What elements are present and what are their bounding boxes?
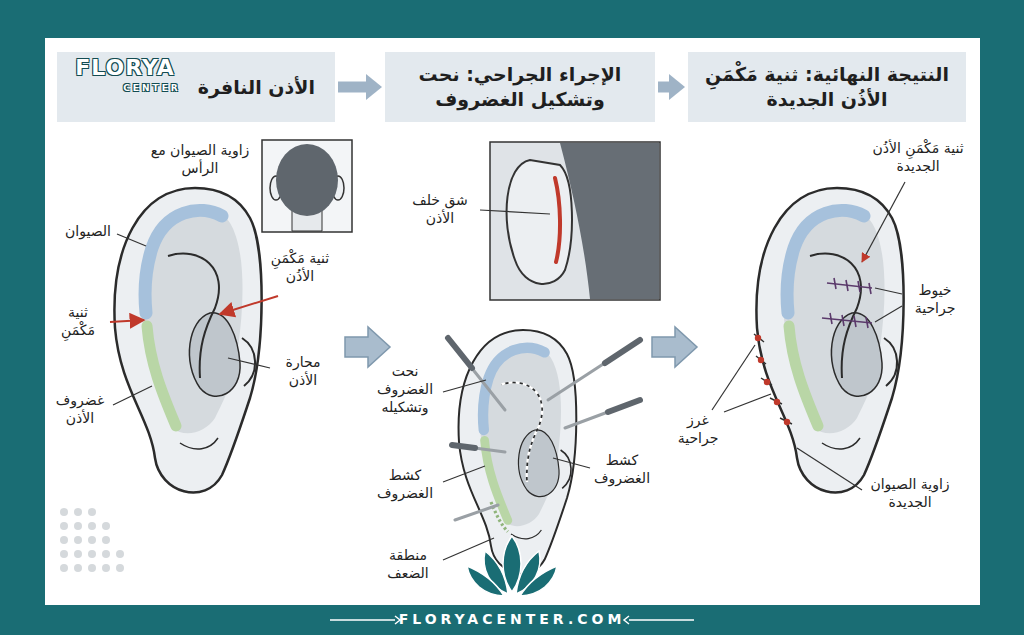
watermark: CENTER: [123, 83, 181, 95]
ear-surgery: [459, 330, 577, 574]
part-label: غضروف الأذن: [48, 392, 112, 428]
pointer-arrow: [220, 296, 278, 314]
panel: [45, 38, 980, 605]
part-label: محارة الأذن: [272, 354, 334, 390]
part-label: كشط الغضروف: [591, 452, 653, 488]
surgical-tools: [448, 338, 640, 520]
logo-icon: [467, 536, 557, 596]
pointer-arrow: [110, 320, 144, 322]
flow-connector: [658, 82, 669, 93]
header-box: النتيجة النهائية: ثنية مَكْمَنِ الأذُن ا…: [688, 52, 966, 122]
part-label: زاوية الصيوان الجديدة: [864, 476, 956, 512]
part-label: منطقة الضعف: [373, 547, 443, 583]
header-text: النتيجة النهائية: ثنية مَكْمَنِ الأذُن ا…: [700, 62, 954, 111]
flow-arrow: [345, 327, 390, 367]
leader-lines: [113, 234, 270, 405]
part-label: شق خلف الأذن: [404, 192, 476, 228]
flow-arrow: [652, 327, 697, 367]
part-label: نحت الغضروف وتشكيله: [370, 363, 440, 417]
ear-result: [754, 188, 904, 492]
part-label: الصيوان: [53, 223, 123, 241]
leader-lines: [712, 288, 902, 490]
stitch-dots: [754, 334, 792, 425]
inset-frame: [490, 142, 660, 300]
part-label: غرز جراحية: [669, 412, 727, 448]
incision-inset: [490, 142, 660, 300]
hair: [560, 143, 659, 299]
part-label: ثنية مَكْمَنِ: [50, 304, 106, 340]
leader-lines: [443, 380, 590, 560]
incision: [555, 178, 560, 262]
watermark: FLORYACENTER.COM: [399, 611, 626, 629]
carving-line: [501, 382, 542, 482]
part-label: خيوط جراحية: [904, 282, 966, 318]
head-thumbnail: [262, 140, 352, 232]
part-label: كشط الغضروف: [370, 467, 440, 503]
flow-connector: [338, 82, 366, 93]
part-label: زاوية الصيوان مع الرأس: [145, 142, 255, 178]
part-label: ثنية مَكْمَنِ الأذُن الجديدة: [868, 140, 968, 176]
ear-figure: [114, 188, 261, 492]
header-box: الإجراء الجراحي: نحت وتشكيل الغضروف: [385, 52, 655, 122]
part-label: ثنية مَكْمَنِ الأذُن: [260, 250, 340, 286]
header-text: الإجراء الجراحي: نحت وتشكيل الغضروف: [397, 62, 643, 111]
ear-figure: [756, 188, 903, 492]
ear-figure: [459, 330, 577, 574]
pointer-line: [862, 182, 905, 262]
watermark: FLORYA: [75, 54, 175, 82]
hair: [276, 144, 338, 216]
thumbnail-frame: [262, 140, 352, 232]
ear-back: [507, 160, 572, 284]
leader-line: [480, 210, 550, 214]
sutures: [822, 278, 872, 328]
dot-grid: [60, 508, 124, 572]
